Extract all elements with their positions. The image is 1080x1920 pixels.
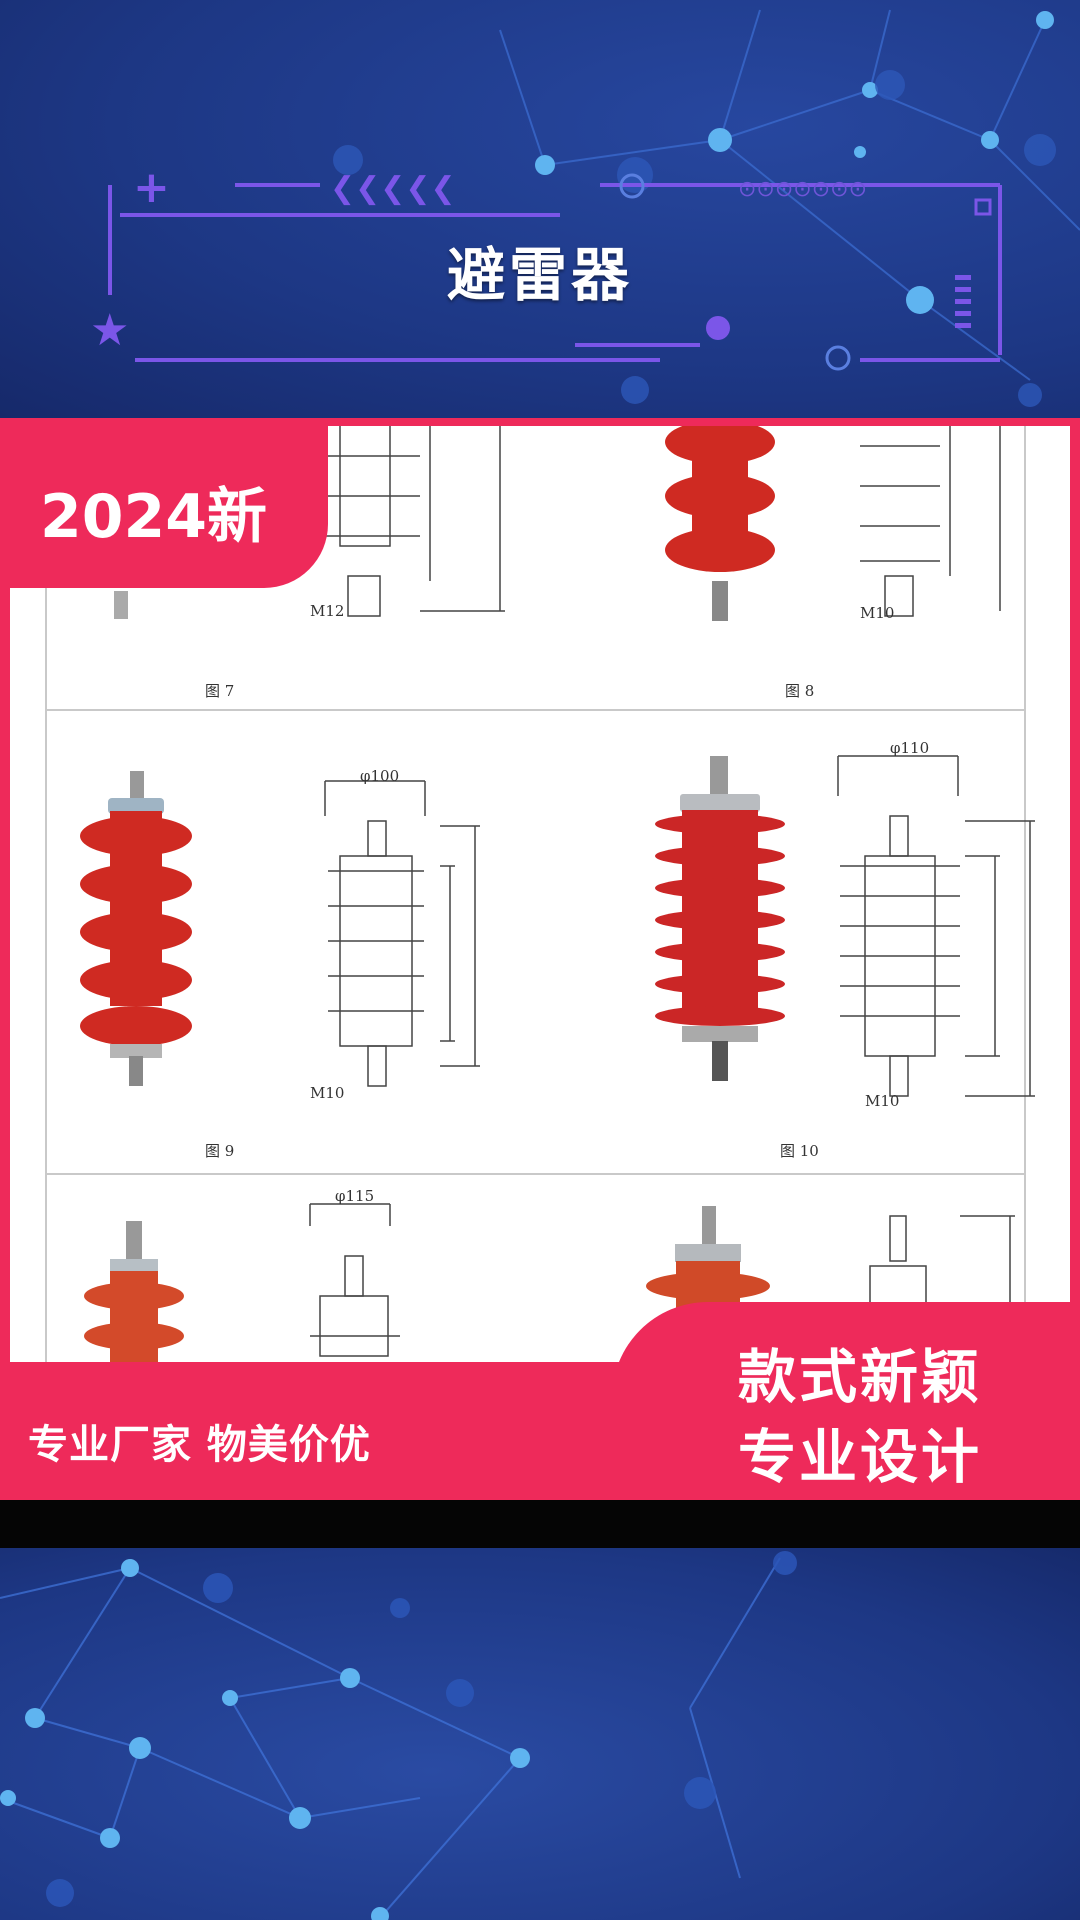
figure-8-mount-label: M10 [860,604,894,622]
figure-9-width-label: φ100 [360,767,399,785]
figure-11-width-label: φ115 [335,1187,374,1205]
figure-10-mount-label: M10 [865,1092,899,1110]
footer-background [0,1548,1080,1920]
figure-8-caption: 图 8 [785,682,814,700]
year-badge [0,426,328,588]
slogan-line-1: 款式新颖 [738,1343,983,1411]
header-background [0,0,1080,418]
year-badge-label: 2024新 [40,482,267,552]
svg-text:❮❮❮❮❮: ❮❮❮❮❮ [330,171,456,206]
figure-7-mount-label: M12 [310,602,344,620]
figure-9-mount-label: M10 [310,1084,344,1102]
tagline: 专业厂家 物美价优 [28,1422,371,1468]
network-decoration-bottom [0,1551,797,1920]
figure-10-width-label: φ110 [890,739,929,757]
slogan-line-2: 专业设计 [738,1423,983,1491]
svg-text:+: + [133,162,170,213]
divider-strip [0,1500,1080,1548]
figure-9-caption: 图 9 [205,1142,234,1160]
slogan-panel [612,1302,1080,1500]
page-title: 避雷器 [446,241,633,309]
figure-10-caption: 图 10 [780,1142,819,1160]
svg-text:★: ★ [90,305,129,356]
figure-7-caption: 图 7 [205,682,234,700]
network-decoration-top: + ❮❮❮❮❮ ⊙⊙⊙⊙⊙⊙⊙ ★ [90,9,1080,407]
svg-text:⊙⊙⊙⊙⊙⊙⊙: ⊙⊙⊙⊙⊙⊙⊙ [738,177,867,202]
